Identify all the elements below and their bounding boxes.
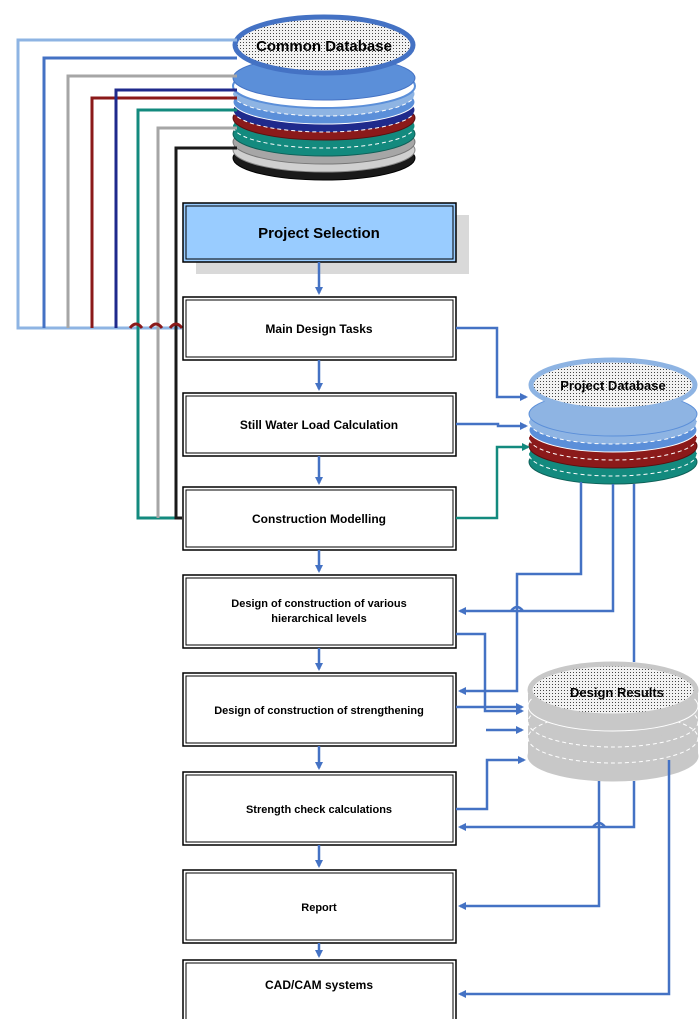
line-hops [128, 322, 184, 329]
design-results-connectors [456, 632, 671, 998]
main-design-tasks-label: Main Design Tasks [265, 322, 372, 336]
project-selection-box: Project Selection [182, 202, 469, 274]
step-still-water-load: Still Water Load Calculation [182, 392, 457, 457]
step-construction-modelling: Construction Modelling [182, 486, 457, 551]
common-database-connectors [16, 38, 237, 520]
report-label: Report [301, 902, 337, 914]
step-main-design-tasks: Main Design Tasks [182, 296, 457, 361]
project-database-label: Project Database [560, 378, 666, 393]
project-database-top [528, 357, 698, 413]
step-strength-check: Strength check calculations [182, 771, 457, 846]
common-database-top [232, 14, 416, 76]
step-cad-cam: CAD/CAM systems [182, 959, 457, 1019]
step-report: Report [182, 869, 457, 944]
common-database-cylinder: Common Database [232, 14, 416, 181]
design-results-cylinder: Design Results [527, 661, 699, 782]
cad-cam-label: CAD/CAM systems [265, 978, 373, 992]
project-selection-label: Project Selection [258, 225, 380, 242]
design-hierarchical-label-line1: Design of construction of various [231, 598, 406, 610]
design-results-label: Design Results [570, 685, 664, 700]
design-results-top [527, 661, 699, 719]
design-strengthening-label: Design of construction of strengthening [214, 705, 424, 717]
step-design-strengthening: Design of construction of strengthening [182, 672, 457, 747]
design-hierarchical-label-line2: hierarchical levels [271, 613, 366, 625]
common-database-label: Common Database [256, 38, 392, 55]
connector-hops [510, 605, 606, 828]
step-design-hierarchical: Design of construction of various hierar… [182, 574, 457, 649]
common-database-layers [232, 55, 416, 181]
project-database-cylinder: Project Database [528, 357, 698, 485]
construction-modelling-label: Construction Modelling [252, 512, 386, 526]
strength-check-label: Strength check calculations [246, 804, 392, 816]
still-water-load-label: Still Water Load Calculation [240, 418, 398, 432]
